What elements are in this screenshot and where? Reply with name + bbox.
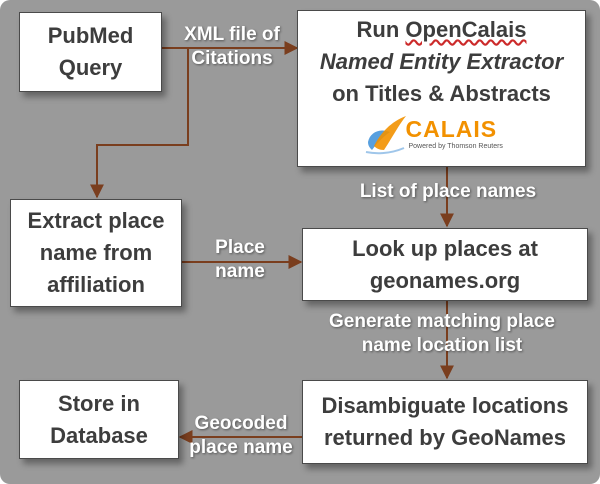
node-store-database-line2: Database [50, 422, 148, 448]
edge-label-xml-file-line2: Citations [191, 48, 273, 69]
node-run-opencalais-line1: Run OpenCalais [357, 14, 527, 46]
node-run-opencalais-line2: Named Entity Extractor [319, 49, 564, 74]
node-run-opencalais-brand: OpenCalais [405, 17, 527, 42]
node-disambiguate: Disambiguate locations returned by GeoNa… [302, 380, 588, 464]
node-pubmed-query-line2: Query [58, 55, 123, 80]
edge-label-list-place-names-line1: List of place names [359, 181, 537, 202]
edge-label-geocoded-line2: place name [189, 437, 293, 458]
edge-label-generate-matching-line2: name location list [361, 335, 523, 356]
edge-label-geocoded: Geocoded place name [176, 412, 306, 460]
node-extract-place-line3: affiliation [47, 272, 145, 297]
node-lookup-places-line2: geonames.org [369, 267, 521, 293]
edge-label-generate-matching: Generate matching place name location li… [292, 310, 592, 358]
node-extract-place-line1: Extract place [27, 208, 165, 233]
calais-logo-text: CALAIS [405, 116, 498, 142]
edge-label-xml-file: XML file of Citations [172, 23, 292, 71]
edge-label-geocoded-line1: Geocoded [194, 413, 288, 434]
calais-logo-subtext: Powered by Thomson Reuters [408, 143, 503, 150]
edge-label-list-place-names: List of place names [333, 180, 563, 204]
node-run-opencalais-prefix: Run [356, 17, 406, 42]
node-run-opencalais: Run OpenCalais Named Entity Extractor on… [297, 10, 586, 167]
node-store-database-line1: Store in [58, 390, 140, 416]
node-disambiguate-line2: returned by GeoNames [323, 425, 567, 450]
node-pubmed-query-line1: PubMed [47, 23, 134, 48]
calais-bird-icon [365, 116, 406, 155]
node-store-database: Store in Database [19, 380, 179, 459]
edge-label-xml-file-line1: XML file of [184, 24, 280, 45]
node-extract-place-line2: name from [39, 240, 153, 265]
node-run-opencalais-line3: on Titles & Abstracts [332, 81, 551, 106]
node-pubmed-query: PubMed Query [19, 12, 162, 92]
edge-label-place-name: Place name [190, 236, 290, 284]
arrow-citations-to-extract [90, 48, 189, 199]
edge-label-place-name-line1: Place [215, 237, 265, 258]
edge-label-generate-matching-line1: Generate matching place [329, 311, 555, 332]
edge-label-place-name-line2: name [215, 261, 265, 282]
node-extract-place: Extract place name from affiliation [10, 199, 182, 307]
node-lookup-places: Look up places at geonames.org [302, 228, 588, 301]
node-disambiguate-line1: Disambiguate locations [321, 393, 569, 418]
node-lookup-places-line1: Look up places at [352, 235, 538, 261]
calais-logo: CALAIS Powered by Thomson Reuters [362, 112, 522, 156]
